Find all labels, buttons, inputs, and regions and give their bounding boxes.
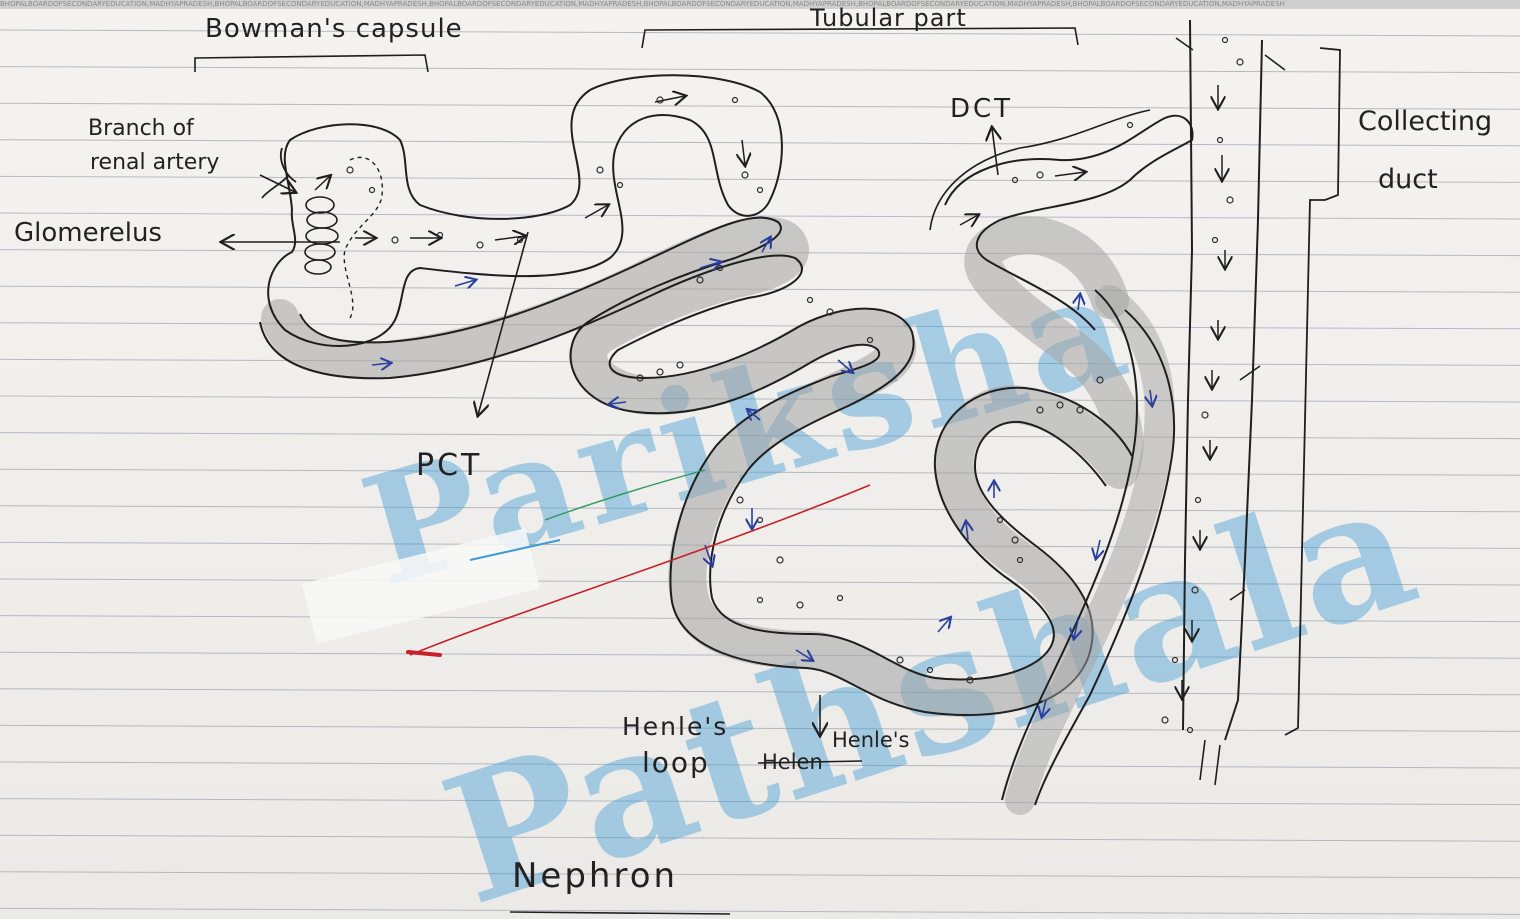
collecting-duct-right	[1225, 40, 1262, 740]
label-collecting: Collecting	[1358, 106, 1492, 137]
glomerulus-coil	[305, 197, 338, 274]
blue-pen-stroke	[470, 540, 560, 560]
collecting-duct-branch-1	[1176, 38, 1285, 70]
dct-arrow	[992, 128, 998, 175]
label-branch-of: Branch of	[88, 116, 194, 141]
tubule	[260, 218, 1132, 715]
label-tubular-part: Tubular part	[810, 4, 967, 32]
label-dct: DCT	[950, 94, 1013, 124]
collecting-duct-bracket	[1285, 48, 1340, 735]
label-renal-artery: renal artery	[90, 150, 219, 175]
title-underline	[510, 912, 730, 914]
glomerulus	[262, 148, 338, 274]
label-struck-helen: Helen	[762, 750, 823, 774]
collecting-duct-tail	[1200, 740, 1220, 785]
dct-loop-outline-2	[930, 110, 1150, 230]
diagram-title: Nephron	[512, 856, 678, 896]
label-bowmans-capsule: Bowman's capsule	[205, 14, 463, 44]
red-pen-stroke	[410, 485, 870, 655]
collecting-duct-left	[1183, 20, 1192, 730]
label-duct: duct	[1378, 164, 1438, 195]
collecting-duct	[1176, 20, 1340, 785]
bowmans-bracket	[195, 55, 428, 72]
label-glomerulus: Glomerelus	[14, 218, 162, 248]
label-loop: loop	[642, 746, 710, 779]
label-struck-henles: Henle's	[832, 728, 910, 752]
label-henles: Henle's	[622, 712, 728, 741]
label-pct: PCT	[416, 448, 482, 483]
upper-loops	[268, 75, 1192, 346]
